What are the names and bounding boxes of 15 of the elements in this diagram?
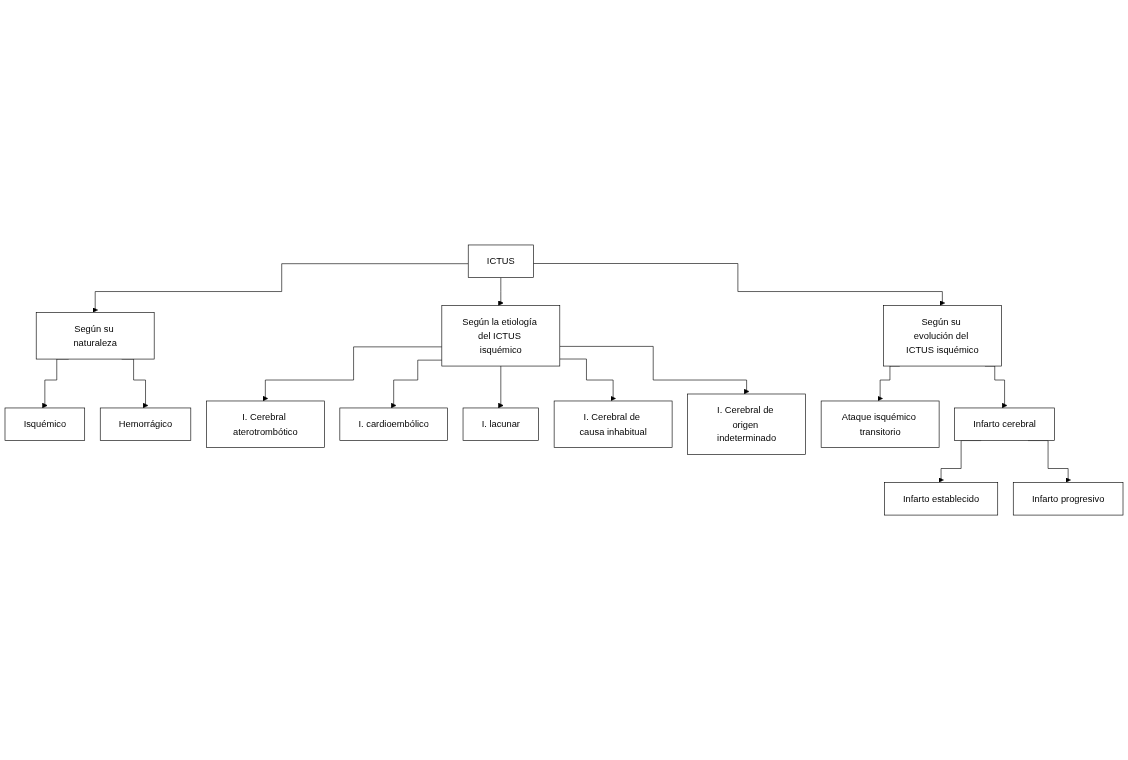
node-box: Ataque isquémico transitorio [820, 400, 940, 448]
node-box: Infarto establecido [884, 482, 999, 516]
node-box: Hemorrágico [99, 407, 192, 441]
node-box: I. lacunar [462, 407, 539, 441]
node-box: Infarto cerebral [954, 407, 1055, 441]
node-box: Infarto progresivo [1012, 482, 1124, 516]
node-box: Según su evolución del ICTUS isquémico [883, 305, 1002, 367]
node-box: Según la etiología del ICTUS isquémico [441, 305, 561, 367]
node-box: ICTUS [467, 244, 534, 278]
node-box: I. Cerebral de origen indeterminado [687, 393, 806, 455]
node-box: I. Cerebral de causa inhabitual [553, 400, 673, 448]
node-box: I. cardioembólico [339, 407, 448, 441]
node-box: I. Cerebral aterotrombótico [206, 400, 325, 448]
node-box: Isquémico [4, 407, 85, 441]
node-box: Según su naturaleza [35, 312, 155, 360]
